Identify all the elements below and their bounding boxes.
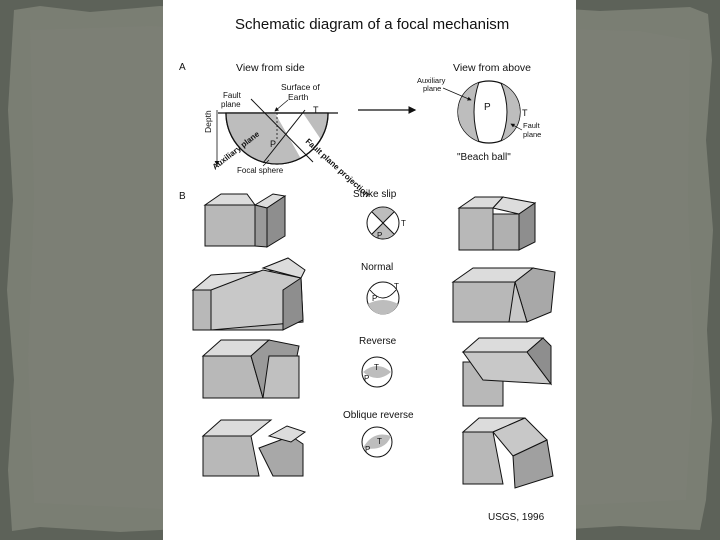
fault-plane-label-1: Fault bbox=[223, 91, 242, 100]
oblique-reverse-t-label: T bbox=[377, 437, 382, 446]
strike-slip-block-left bbox=[203, 193, 287, 248]
diagram-sheet: Schematic diagram of a focal mechanism A… bbox=[163, 0, 576, 540]
normal-block-left bbox=[191, 257, 306, 331]
reverse-block-right bbox=[461, 337, 553, 407]
p-axis-label-above: P bbox=[484, 102, 491, 113]
strike-slip-t-label: T bbox=[401, 219, 406, 228]
section-a-label: A bbox=[179, 62, 186, 73]
oblique-reverse-p-label: P bbox=[365, 445, 370, 454]
view-from-side-label: View from side bbox=[236, 62, 305, 74]
depth-label: Depth bbox=[203, 110, 213, 133]
p-axis-label-side: P bbox=[270, 139, 276, 149]
oblique-reverse-block-right bbox=[461, 417, 554, 489]
surface-of-earth-label-1: Surface of bbox=[281, 82, 320, 92]
surface-of-earth-label-2: Earth bbox=[288, 92, 309, 102]
aux-plane-above-label-1: Auxiliary bbox=[417, 76, 446, 85]
fault-plane-above-label-2: plane bbox=[523, 130, 541, 139]
strike-slip-ball bbox=[366, 206, 400, 240]
strike-slip-block-right bbox=[457, 196, 537, 251]
focal-sphere-label: Focal sphere bbox=[237, 166, 284, 175]
fault-plane-above-label-1: Fault bbox=[523, 121, 541, 130]
normal-t-label: T bbox=[394, 282, 399, 291]
reverse-ball bbox=[361, 356, 393, 388]
t-axis-label-side: T bbox=[313, 105, 319, 115]
oblique-reverse-label: Oblique reverse bbox=[343, 410, 414, 421]
beach-ball-caption: "Beach ball" bbox=[457, 152, 511, 163]
diagram-title: Schematic diagram of a focal mechanism bbox=[235, 16, 509, 33]
section-b-label: B bbox=[179, 191, 186, 202]
reverse-t-label: T bbox=[374, 363, 379, 372]
oblique-reverse-ball bbox=[361, 426, 393, 458]
reverse-block-left bbox=[201, 339, 300, 399]
view-from-above-label: View from above bbox=[453, 62, 531, 74]
normal-ball bbox=[366, 281, 400, 315]
normal-block-right bbox=[451, 267, 556, 323]
aux-plane-above-label-2: plane bbox=[423, 84, 441, 93]
oblique-reverse-block-left bbox=[201, 419, 307, 477]
focal-mechanism-diagram: Schematic diagram of a focal mechanism A… bbox=[179, 16, 556, 523]
reverse-p-label: P bbox=[364, 374, 369, 383]
fault-plane-label-2: plane bbox=[221, 100, 241, 109]
strike-slip-p-label: P bbox=[377, 231, 382, 240]
normal-p-label: P bbox=[372, 294, 377, 303]
strike-slip-label: Strike slip bbox=[353, 189, 397, 200]
normal-label: Normal bbox=[361, 262, 393, 273]
usgs-credit: USGS, 1996 bbox=[488, 512, 545, 523]
reverse-label: Reverse bbox=[359, 336, 397, 347]
t-axis-label-above: T bbox=[522, 108, 528, 118]
